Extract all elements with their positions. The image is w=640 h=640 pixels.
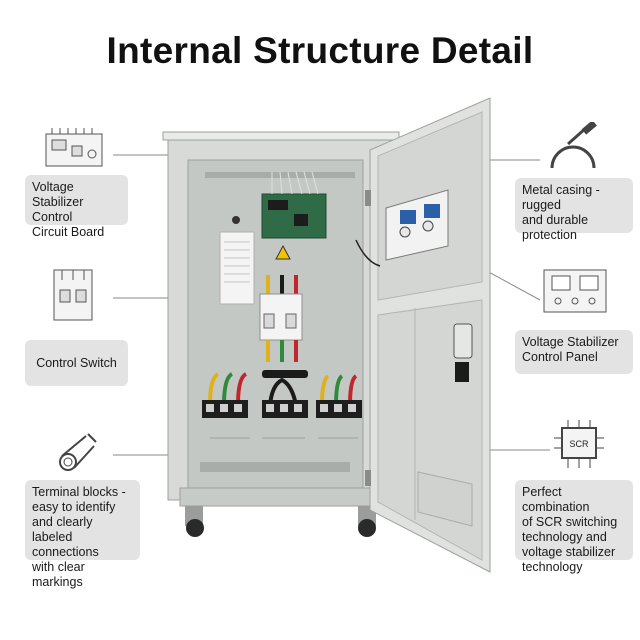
open-door xyxy=(355,97,491,573)
label-terminal-blocks: Terminal blocks - easy to identify and c… xyxy=(25,480,140,589)
breaker-switch-icon xyxy=(53,269,93,321)
label-scr-technology: Perfect combination of SCR switching tec… xyxy=(515,480,633,574)
scr-chip-icon: SCR xyxy=(554,420,604,468)
terminal-blocks xyxy=(202,370,362,439)
cable-icon xyxy=(59,433,97,471)
info-sticker xyxy=(219,231,255,305)
label-control-switch: Control Switch xyxy=(25,340,128,386)
chip-label: SCR xyxy=(569,439,589,449)
breaker-switch xyxy=(259,275,303,362)
label-control-panel: Voltage Stabilizer Control Panel xyxy=(515,330,633,374)
meter-panel-icon xyxy=(543,269,607,313)
label-circuit-board: Voltage Stabilizer Control Circuit Board xyxy=(25,175,128,239)
page-title: Internal Structure Detail xyxy=(106,30,534,71)
warning-sign xyxy=(275,244,291,260)
indicator-lamp xyxy=(232,216,240,224)
circuit-board xyxy=(261,171,327,239)
hammer-dome-icon xyxy=(550,122,597,169)
label-metal-casing: Metal casing - rugged and durable protec… xyxy=(515,178,633,242)
circuit-board-icon xyxy=(45,128,103,167)
